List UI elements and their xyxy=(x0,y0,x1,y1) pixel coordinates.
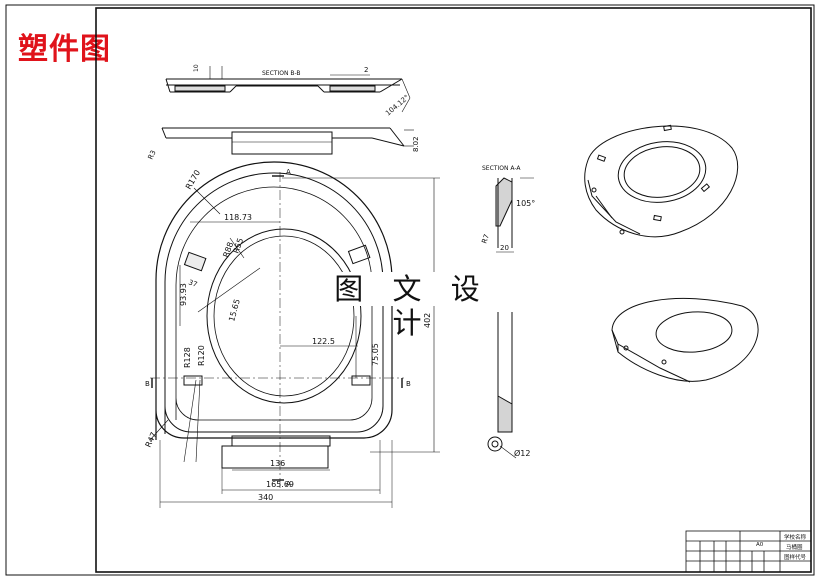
dim-165-69: 165.69 xyxy=(266,480,294,489)
dim-122-5: 122.5 xyxy=(312,337,335,346)
section-bb-view xyxy=(165,66,411,113)
dim-340: 340 xyxy=(258,493,273,502)
dim-angle-105: 105° xyxy=(516,199,535,208)
dim-15-65: 15.65 xyxy=(227,298,242,322)
dim-top-2: 2 xyxy=(364,66,368,74)
dim-r7: R7 xyxy=(480,233,491,245)
section-mark-b-left: B xyxy=(145,380,150,388)
section-mark-b-right: B xyxy=(406,380,411,388)
dim-top-10: 10 xyxy=(193,64,200,72)
dim-d12: Ø12 xyxy=(514,448,530,458)
dim-75-05: 75.05 xyxy=(371,343,380,366)
dim-37: 37 xyxy=(187,278,198,289)
section-aa-label: SECTION A-A xyxy=(482,165,521,172)
drawing-title: 塑件图 xyxy=(18,32,111,67)
dim-402: 402 xyxy=(423,313,432,328)
title-block-material: A0 xyxy=(756,542,764,548)
dim-r55: R55 xyxy=(231,237,245,255)
title-block-school: 学校名称 xyxy=(784,533,807,541)
section-bb-label: SECTION B-B xyxy=(262,70,301,77)
dim-r3: R3 xyxy=(147,149,158,161)
dim-20: 20 xyxy=(500,244,509,252)
outer-border xyxy=(5,4,815,576)
dim-136: 136 xyxy=(270,459,285,468)
title-block xyxy=(685,530,812,573)
dim-r128: R128 xyxy=(183,347,192,368)
dim-93-93: 93.93 xyxy=(179,283,188,306)
side-profile-view xyxy=(161,127,414,155)
dim-angle-104: 104.12° xyxy=(384,93,411,117)
dim-r120: R120 xyxy=(197,345,206,366)
title-block-part: 马桶圈 xyxy=(786,543,803,551)
watermark-text: 图 文 设 计 xyxy=(322,272,502,340)
section-mark-a-top: A xyxy=(286,168,291,176)
title-block-code: 图样代号 xyxy=(784,553,807,561)
iso-view-bottom xyxy=(611,297,759,383)
main-plan-view xyxy=(149,161,440,508)
dim-118: 118.73 xyxy=(224,213,252,222)
dim-r170: R170 xyxy=(184,168,202,191)
iso-view-top xyxy=(584,124,739,238)
section-aa-view xyxy=(487,177,534,459)
section-mark-a-bottom: A xyxy=(286,480,291,488)
inner-border xyxy=(95,7,812,573)
dim-h-8: 8.02 xyxy=(412,136,420,152)
